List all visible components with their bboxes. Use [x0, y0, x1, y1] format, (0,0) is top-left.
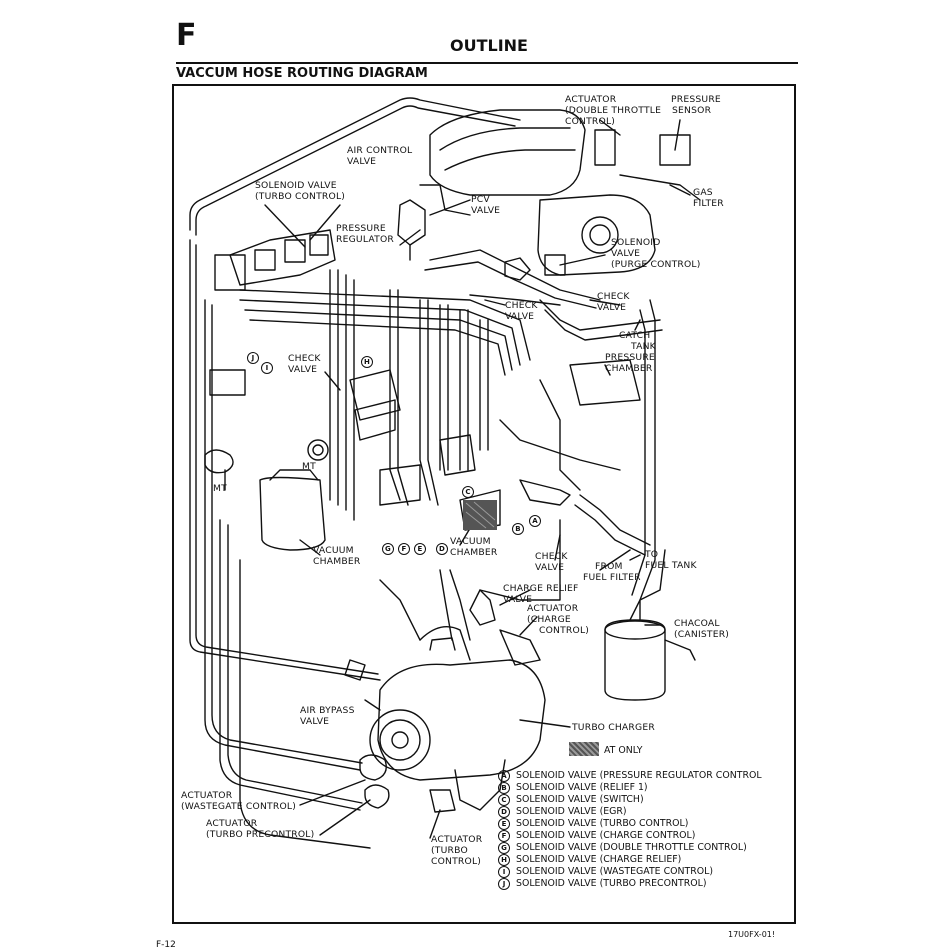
- callout-j: J: [247, 352, 259, 364]
- callout-d: D: [436, 543, 448, 555]
- at-only-label: AT ONLY: [604, 745, 643, 756]
- label-mt-left: MT: [213, 483, 227, 494]
- callout-f: F: [398, 543, 410, 555]
- label-mt-right: MT: [302, 461, 316, 472]
- callout-h: H: [361, 356, 373, 368]
- callout-e: E: [414, 543, 426, 555]
- page-number: F-12: [156, 940, 176, 950]
- callout-g: G: [382, 543, 394, 555]
- header-rule: [176, 62, 798, 64]
- label-solenoid-turbo-control: SOLENOID VALVE(TURBO CONTROL): [255, 180, 346, 202]
- section-letter: F: [176, 18, 197, 53]
- figure-code: 17U0FX-01!: [728, 930, 776, 939]
- label-chacoal-canister: CHACOAL(CANISTER): [674, 618, 730, 640]
- callout-i: I: [261, 362, 273, 374]
- callout-b: B: [512, 523, 524, 535]
- page-title: OUTLINE: [450, 36, 528, 55]
- diagram-frame: [172, 84, 796, 924]
- label-actuator-turbo-precontrol: ACTUATOR(TURBO PRECONTROL): [206, 818, 315, 840]
- at-only-swatch: [569, 742, 599, 756]
- callout-a: A: [529, 515, 541, 527]
- label-turbo-charger: TURBO CHARGER: [572, 722, 655, 733]
- diagram-title: VACCUM HOSE ROUTING DIAGRAM: [176, 66, 428, 81]
- label-actuator-wastegate: ACTUATOR(WASTEGATE CONTROL): [181, 790, 296, 812]
- callout-c: C: [462, 486, 474, 498]
